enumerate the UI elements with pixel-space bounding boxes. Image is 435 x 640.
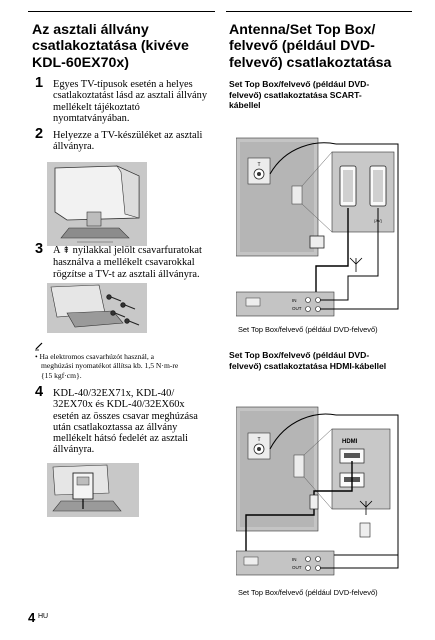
hdmi-connection-diagram: T HDMI IN OUT	[236, 406, 399, 576]
scart-subheading-line: felvevő) csatlakoztatása SCART-	[229, 89, 362, 100]
hdmi-caption: Set Top Box/felvevő (például DVD-felvevő…	[238, 588, 378, 597]
step-1-text: Egyes TV-típusok esetén a helyes csatlak…	[53, 79, 207, 124]
step-4-number: 4	[35, 384, 44, 400]
step-2-number: 2	[35, 126, 44, 142]
svg-text:T: T	[257, 437, 260, 443]
step-line: rögzítse a TV-t az asztali állványra.	[53, 268, 200, 280]
left-heading-line: KDL-60EX70x)	[32, 54, 129, 71]
screw-mounting-illustration	[47, 283, 147, 333]
rear-cover-illustration	[47, 463, 139, 517]
hdmi-subheading-line: Set Top Box/felvevő (például DVD-	[229, 350, 370, 360]
left-heading: Az asztali állvány csatlakoztatása (kivé…	[32, 22, 189, 71]
left-top-rule	[28, 11, 215, 12]
scart-connection-diagram: T [AV] IN OUT	[236, 137, 399, 317]
scart-caption: Set Top Box/felvevő (például DVD-felvevő…	[238, 325, 378, 334]
right-top-rule	[226, 11, 412, 12]
step-line: 32EX70x és KDL-40/32EX60x	[53, 399, 185, 411]
device-out-label: OUT	[292, 306, 302, 311]
device-out-label: OUT	[292, 565, 302, 570]
right-heading-line: Antenna/Set Top Box/	[229, 22, 376, 38]
note-line: {15 kgf·cm}.	[41, 370, 82, 380]
device-in-label: IN	[292, 557, 297, 562]
note-pencil-icon	[35, 342, 43, 351]
step-3-number: 3	[35, 241, 44, 257]
left-heading-line: csatlakoztatása (kivéve	[32, 38, 189, 55]
step-line: nyomtatványában.	[53, 112, 130, 124]
step-line: A ⇞ nyilakkal jelölt csavarfuratokat	[53, 245, 202, 257]
step-line: használva a mellékelt csavarokkal	[53, 257, 195, 269]
hdmi-subheading: Set Top Box/felvevő (például DVD- felvev…	[229, 350, 386, 371]
step-line: KDL-40/32EX71x, KDL-40/	[53, 388, 175, 399]
tv-on-stand-illustration	[47, 162, 147, 246]
note-line: meghúzási nyomatékot állítsa kb. 1,5 N·m…	[41, 361, 179, 371]
right-heading-line: felvevő) csatlakoztatása	[229, 54, 392, 71]
step-line: mellékelt hátsó fedelét az asztali	[53, 433, 189, 445]
svg-text:T: T	[257, 162, 260, 168]
step-3-text: A ⇞ nyilakkal jelölt csavarfuratokat has…	[53, 245, 202, 280]
page-number: 4	[28, 610, 36, 625]
hdmi-port-label: HDMI	[342, 439, 358, 445]
hdmi-subheading-line: felvevő) csatlakoztatása HDMI-kábellel	[229, 360, 387, 371]
note-line: • Ha elektromos csavarhúzót használ, a	[35, 352, 155, 361]
device-in-label: IN	[292, 298, 297, 303]
page-language: HU	[38, 613, 49, 620]
step-line: állványra.	[53, 141, 95, 153]
left-heading-line: Az asztali állvány	[32, 22, 149, 38]
step-2-text: Helyezze a TV-készüléket az asztali állv…	[53, 130, 202, 153]
step-1-number: 1	[35, 75, 44, 91]
right-heading-line: felvevő (például DVD-	[229, 38, 375, 55]
arrow-up-icon: ⇞	[62, 246, 71, 256]
scart-subheading-line: Set Top Box/felvevő (például DVD-	[229, 79, 370, 89]
step-line: után csatlakoztassa az állvány	[53, 421, 178, 433]
step-line: csatlakoztatást lásd az asztali állvány	[53, 90, 208, 102]
step-4-text: KDL-40/32EX71x, KDL-40/ 32EX70x és KDL-4…	[53, 388, 198, 456]
step-line: állványra.	[53, 444, 95, 456]
step-line-prefix: A	[53, 245, 63, 256]
step-line: Helyezze a TV-készüléket az asztali	[53, 130, 203, 141]
step-line: Egyes TV-típusok esetén a helyes	[53, 79, 193, 90]
step-line: esetén az összes csavar meghúzása	[53, 410, 198, 422]
step-line-suffix: nyilakkal jelölt csavarfuratokat	[70, 245, 202, 256]
right-heading: Antenna/Set Top Box/ felvevő (például DV…	[229, 22, 391, 71]
step-line: mellékelt tájékoztató	[53, 101, 140, 113]
scart-subheading-line: kábellel	[229, 100, 261, 111]
note-text: • Ha elektromos csavarhúzót használ, a m…	[35, 352, 178, 380]
scart-subheading: Set Top Box/felvevő (például DVD- felvev…	[229, 79, 369, 111]
